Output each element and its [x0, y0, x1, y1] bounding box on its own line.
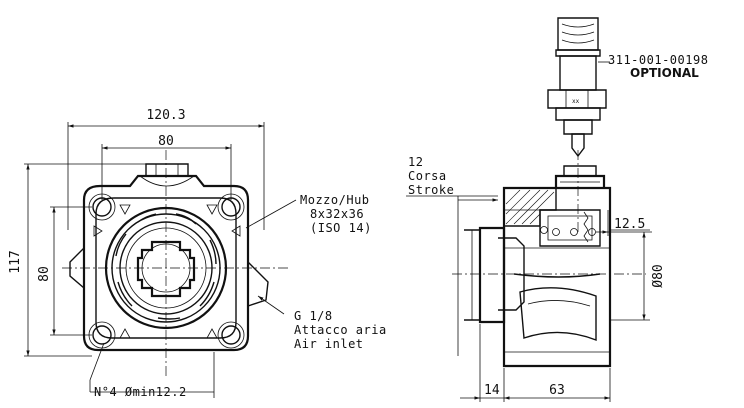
sensor-part-number: 311-001-00198 [608, 53, 708, 67]
dim-left-offset: 14 [484, 383, 500, 398]
air-inlet-label-line2: Attacco aria [294, 323, 387, 337]
dim-side-right: 12.5 [614, 217, 645, 232]
stroke-label-en: Stroke [408, 183, 454, 197]
hub-label-line2: 8x32x36 [310, 207, 364, 221]
dim-length: 63 [549, 383, 565, 398]
stroke-value: 12 [408, 155, 423, 169]
stroke-label-it: Corsa [408, 169, 447, 183]
holes-callout: N°4 Ømin12.2 [94, 385, 187, 399]
air-inlet-label-line3: Air inlet [294, 337, 364, 351]
sensor-marking: xx [572, 98, 580, 105]
air-inlet-label-line1: G 1/8 [294, 309, 333, 323]
sensor: xx 311-001-00198 OPTIONAL [547, 17, 708, 158]
front-view: 120.3 80 117 80 N°4 Ømin12.2 Mozzo/Hub 8… [8, 108, 387, 399]
hub-label-line3: (ISO 14) [310, 221, 372, 235]
sensor-optional-label: OPTIONAL [630, 66, 699, 80]
mounting-hole [217, 321, 245, 349]
side-view: 12 Corsa Stroke 12.5 Ø80 14 63 [406, 150, 666, 402]
dim-overall-height: 117 [8, 250, 23, 273]
dim-inner-height: 80 [37, 266, 52, 282]
hub-label-line1: Mozzo/Hub [300, 193, 370, 207]
dim-inner-width: 80 [158, 134, 174, 149]
dim-diameter: Ø80 [651, 264, 666, 287]
dim-overall-width: 120.3 [146, 108, 185, 123]
